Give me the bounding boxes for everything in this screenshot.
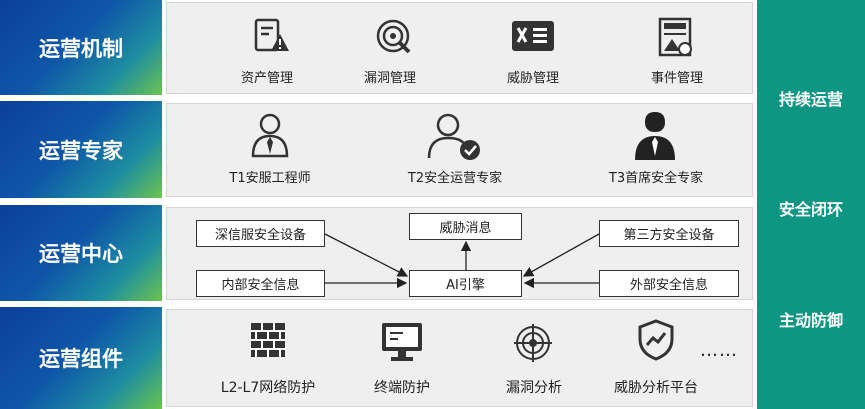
box-sangfor-devices: 深信服安全设备: [196, 220, 325, 247]
item-threat-management: 威胁管理: [506, 71, 559, 86]
side-text-closed-loop: 安全闭环: [778, 200, 843, 219]
expert-check-icon: [427, 113, 480, 160]
row-label-components: 运营组件: [0, 307, 162, 409]
shield-chart-icon: [638, 319, 674, 361]
asset-warning-icon: [254, 18, 289, 52]
item-threat-analysis-platform: 威胁分析平台: [614, 380, 698, 396]
item-vulnerability-management: 漏洞管理: [363, 71, 416, 86]
side-text-continuous: 持续运营: [778, 90, 843, 109]
row-label-center: 运营中心: [0, 205, 162, 301]
side-column: 持续运营 安全闭环 主动防御: [757, 0, 865, 409]
item-incident-management: 事件管理: [650, 71, 703, 86]
firewall-brick-icon: [251, 323, 285, 357]
incident-document-icon: [658, 17, 692, 57]
item-vulnerability-analysis: 漏洞分析: [506, 380, 562, 396]
endpoint-monitor-icon: [382, 323, 422, 361]
box-ai-engine: AI引擎: [409, 270, 522, 297]
vulnerability-scan-icon: [376, 19, 411, 54]
box-threat-message: 威胁消息: [409, 213, 522, 240]
more-ellipsis: ……: [700, 340, 738, 361]
side-text-active-defense: 主动防御: [778, 311, 843, 330]
row-label-mechanism: 运营机制: [0, 0, 162, 95]
row-label-text: 运营专家: [39, 138, 123, 163]
threat-card-icon: [512, 21, 554, 51]
engineer-outline-icon: [251, 113, 289, 158]
row-label-text: 运营机制: [39, 36, 123, 61]
target-icon: [514, 324, 552, 362]
item-t1-engineer: T1安服工程师: [229, 171, 311, 186]
chief-expert-solid-icon: [635, 112, 675, 160]
item-endpoint-protection: 终端防护: [374, 380, 430, 396]
item-t2-expert: T2安全运营专家: [407, 171, 503, 186]
row-label-text: 运营组件: [39, 347, 123, 371]
row-label-experts: 运营专家: [0, 101, 162, 198]
box-internal-info: 内部安全信息: [196, 270, 325, 297]
item-network-protection: L2-L7网络防护: [220, 380, 316, 396]
item-t3-chief-expert: T3首席安全专家: [608, 171, 704, 186]
box-third-party-devices: 第三方安全设备: [599, 220, 739, 247]
box-external-info: 外部安全信息: [599, 270, 739, 297]
panel-mechanism: [166, 2, 753, 94]
item-asset-management: 资产管理: [240, 71, 293, 86]
row-label-text: 运营中心: [39, 242, 123, 266]
